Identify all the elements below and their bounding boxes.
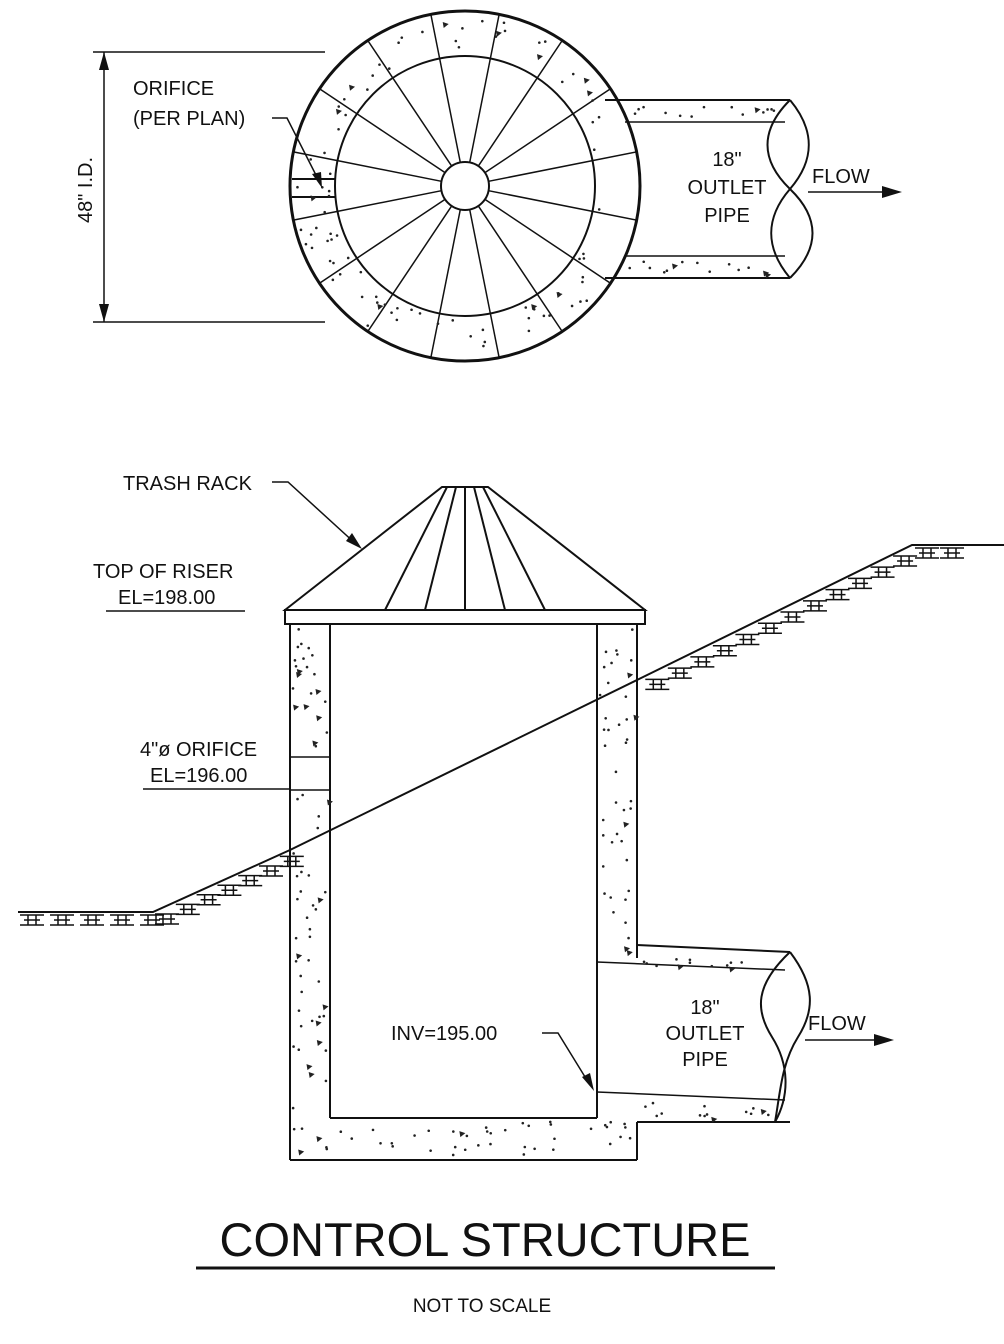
ground-line-left: [18, 849, 291, 913]
trash-rack: [282, 486, 648, 625]
section-view: TRASH RACK TOP OF RISER EL=198.00 4"ø OR…: [18, 105, 1004, 1161]
plan-inner-wall: [334, 55, 596, 317]
plan-orifice-label: ORIFICE: [133, 78, 214, 100]
section-concrete-aggregate: [291, 105, 776, 1157]
top-of-riser-label: TOP OF RISER: [93, 561, 233, 583]
section-pipe-size: 18": [690, 997, 719, 1019]
section-flow-label: FLOW: [808, 1013, 866, 1035]
trash-rack-leader: [272, 481, 362, 549]
plan-view: 48" I.D. ORIFICE (PER PLAN) 18" OUTLET P…: [75, 9, 902, 363]
section-flow-arrow: [805, 1034, 894, 1046]
trash-rack-label: TRASH RACK: [123, 473, 253, 495]
plan-center-hub: [440, 161, 490, 211]
invert-leader: [542, 1032, 594, 1091]
design-water-line: [289, 679, 638, 851]
plan-outer-wall: [288, 9, 642, 363]
orifice-label: 4"ø ORIFICE: [140, 739, 257, 761]
plan-concrete-aggregate: [296, 19, 601, 348]
orifice-elevation: EL=196.00: [150, 765, 247, 787]
plan-pipe-outlet: OUTLET: [688, 177, 767, 199]
section-pipe-label: PIPE: [682, 1049, 728, 1071]
drawing-subtitle: NOT TO SCALE: [413, 1296, 551, 1317]
section-pipe-outlet: OUTLET: [666, 1023, 745, 1045]
diameter-label: 48" I.D.: [75, 157, 97, 223]
plan-outlet-pipe: [605, 99, 814, 279]
riser-structure: [289, 624, 638, 1161]
plan-flow-arrow: [808, 186, 902, 198]
trash-rack-spokes: [337, 58, 593, 314]
plan-orifice-label-2: (PER PLAN): [133, 108, 245, 130]
top-of-riser-elevation: EL=198.00: [118, 587, 215, 609]
ground-hatch: [20, 547, 964, 926]
plan-wall-joints: [293, 14, 637, 358]
plan-flow-label: FLOW: [812, 166, 870, 188]
plan-orifice: [292, 178, 336, 198]
diameter-dimension: 48" I.D.: [75, 51, 325, 323]
invert-label: INV=195.00: [391, 1023, 497, 1045]
drawing-title: CONTROL STRUCTURE: [220, 1213, 751, 1266]
ground-line-right: [636, 544, 1004, 681]
plan-pipe-size: 18": [712, 149, 741, 171]
section-outlet-pipe: [596, 944, 811, 1123]
plan-orifice-callout: ORIFICE (PER PLAN): [133, 78, 322, 188]
plan-pipe-label: PIPE: [704, 205, 750, 227]
